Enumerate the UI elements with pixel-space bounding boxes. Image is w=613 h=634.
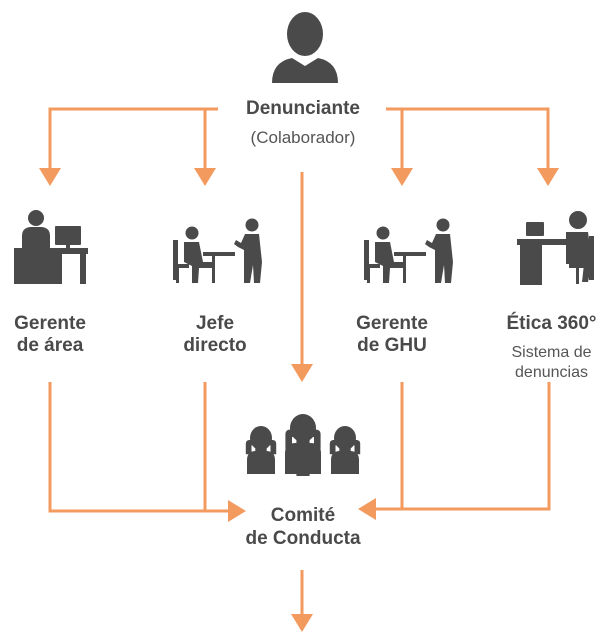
arrowhead-jefe <box>194 168 216 186</box>
arrowhead-comite-out <box>291 614 313 632</box>
arrowhead-right-comite <box>358 498 376 520</box>
channel-ghu-line1: Gerente <box>356 313 428 334</box>
connector-to-etica <box>386 107 550 172</box>
connector-to-gerente-area <box>48 107 218 172</box>
channel-etica-title: Ética 360° <box>506 313 597 334</box>
arrowhead-ghu <box>391 168 413 186</box>
connector-etica-to-comite <box>372 382 551 511</box>
arrowhead-gerente-area <box>39 168 61 186</box>
channel-gerente-area-line1: Gerente <box>14 313 86 334</box>
group-icon <box>245 414 361 476</box>
computer-user-icon <box>517 211 594 285</box>
connector-gerente-area-to-comite <box>48 382 232 513</box>
arrowhead-etica <box>537 168 559 186</box>
channel-etica-sub1: Sistema de <box>511 344 592 361</box>
channel-ghu-line2: de GHU <box>357 335 427 356</box>
person-icon <box>272 12 338 83</box>
arrowhead-left-comite <box>228 500 246 522</box>
channel-gerente-area-line2: de área <box>16 335 84 356</box>
office-desk-icon <box>14 210 88 284</box>
denunciante-subtitle: (Colaborador) <box>250 128 356 147</box>
connector-lines <box>48 107 551 616</box>
channel-etica-sub2: denuncias <box>515 364 588 381</box>
comite-line2: de Conducta <box>245 528 361 549</box>
denunciante-title: Denunciante <box>245 98 361 119</box>
comite-line1: Comité <box>270 505 336 526</box>
meeting-icon <box>364 218 453 283</box>
meeting-icon <box>173 218 262 283</box>
channel-jefe-line2: directo <box>183 335 247 356</box>
channel-jefe-line1: Jefe <box>195 313 235 334</box>
arrowheads <box>39 168 559 632</box>
arrowhead-direct-comite <box>291 364 313 382</box>
